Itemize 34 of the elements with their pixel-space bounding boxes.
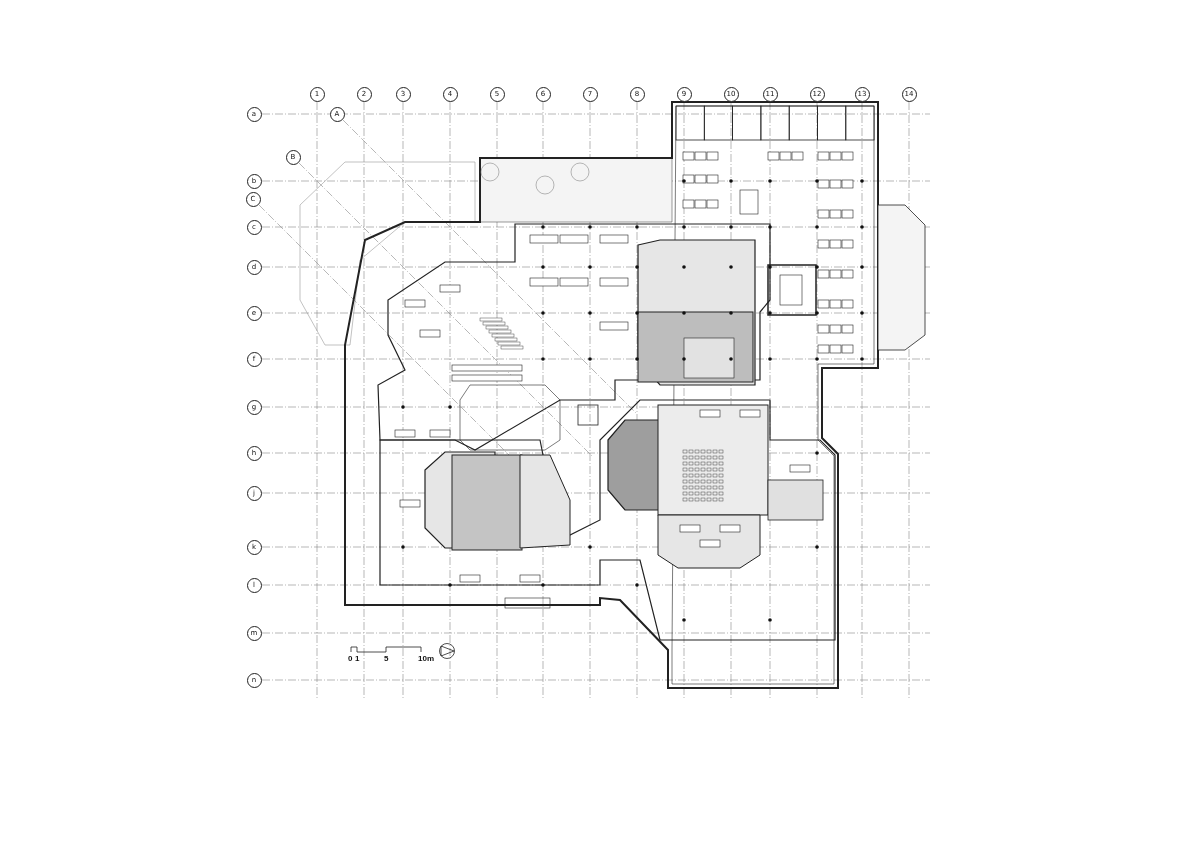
grid-bubble [246, 219, 262, 235]
grid-bubble [809, 86, 825, 102]
grid-bubble [854, 86, 870, 102]
scale-label: 10m [418, 654, 434, 663]
grid-bubble [246, 259, 262, 275]
grid-bubble [489, 86, 505, 102]
grid-bubble [329, 106, 345, 122]
grid-bubble [629, 86, 645, 102]
grid-bubble [395, 86, 411, 102]
grid-bubble [676, 86, 692, 102]
grid-bubble [762, 86, 778, 102]
grid-bubble [442, 86, 458, 102]
grid-bubble [309, 86, 325, 102]
grid-bubble [246, 577, 262, 593]
grid-bubble [535, 86, 551, 102]
grid-bubble [901, 86, 917, 102]
grid-bubble [246, 672, 262, 688]
grid-bubble [246, 625, 262, 641]
scale-label: 0 [348, 654, 353, 663]
grid-bubble [356, 86, 372, 102]
grid-bubble [246, 106, 262, 122]
grid-bubble [246, 173, 262, 189]
grid-bubble [246, 445, 262, 461]
grid-bubble [245, 191, 261, 207]
grid-bubble [285, 149, 301, 165]
grid-bubble [723, 86, 739, 102]
grid-bubble [246, 305, 262, 321]
scale-label: 1 [355, 654, 360, 663]
grid-bubble [582, 86, 598, 102]
grid-bubble [246, 539, 262, 555]
scale-label: 5 [384, 654, 389, 663]
grid-bubble [246, 399, 262, 415]
grid-bubble [246, 351, 262, 367]
grid-bubble [246, 485, 262, 501]
